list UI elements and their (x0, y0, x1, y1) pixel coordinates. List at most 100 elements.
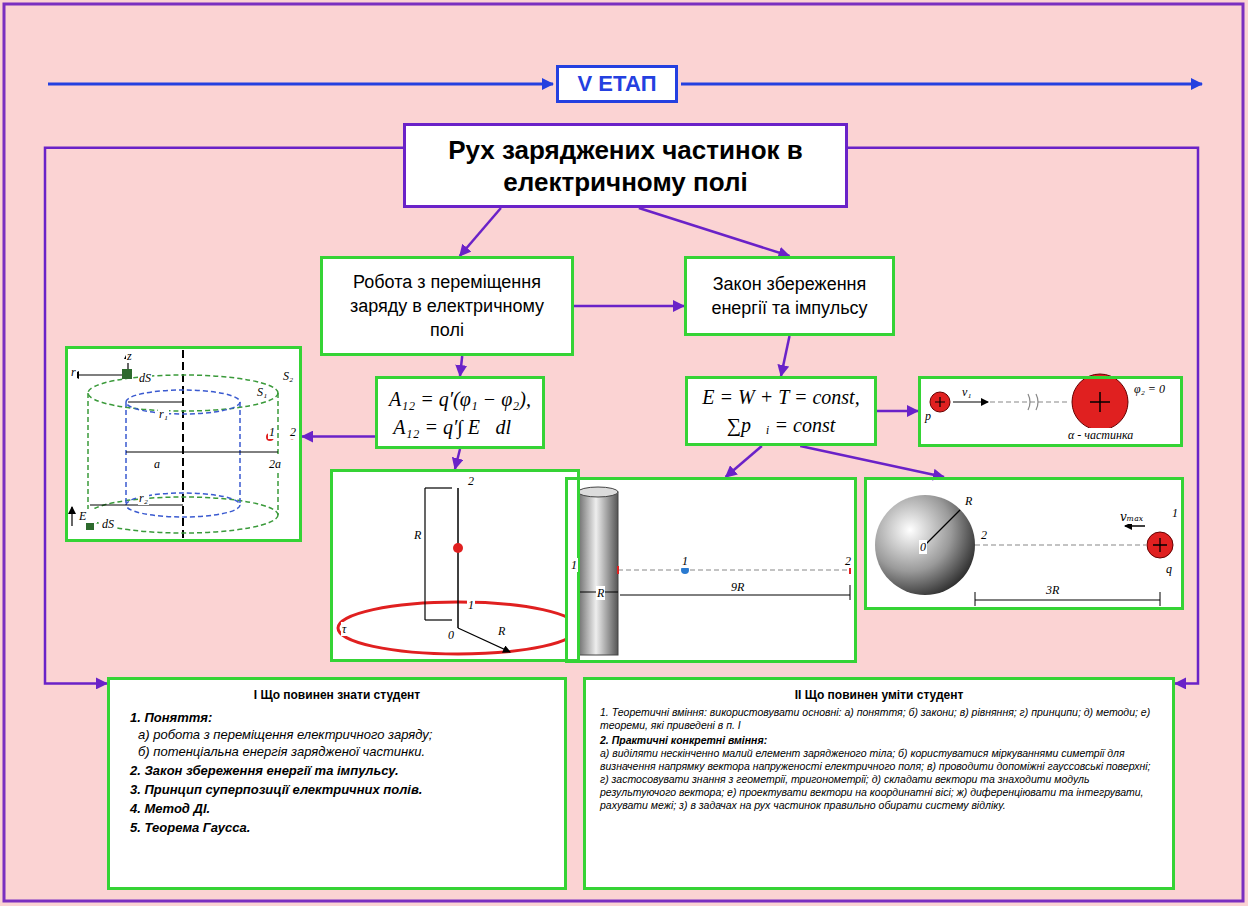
connector-arrow (800, 446, 944, 477)
charged-ring-figure-part (425, 619, 452, 620)
figure-label: 2 (980, 528, 988, 542)
topic-title-box: Рух заряджених частинок в електричному п… (403, 123, 848, 208)
coaxial-cylinders-figure-part (126, 390, 240, 517)
connector-arrow (302, 435, 375, 438)
figure-label: dS (101, 517, 115, 531)
charged-ring-figure-part (424, 488, 425, 620)
figure-label: z (126, 349, 133, 363)
node-text: 2. Закон збереження енергії та імпульсу. (130, 763, 556, 778)
node-text: 4. Метод ДІ. (130, 801, 556, 816)
figure-label: R (497, 624, 506, 638)
charged-cylinder-figure-part (578, 492, 618, 655)
figure-label: 2a (268, 457, 282, 471)
proton-alpha-figure (918, 374, 1183, 447)
node-text: II Що повинен уміти студент (600, 688, 1158, 702)
figure-label: r₂ (138, 491, 149, 505)
figure-label: 2 (289, 425, 297, 439)
charged-cylinder-figure-part (618, 569, 850, 570)
node-text: а) виділяти нескінченно малий елемент за… (600, 747, 1158, 812)
coaxial-cylinders-figure-part (182, 350, 184, 538)
charged-sphere-figure-part (875, 495, 975, 595)
formula-box: E = W + T = const,∑p⃗ᵢ = const (685, 376, 877, 446)
coaxial-cylinders-figure-part-part (88, 375, 278, 411)
process-box: Робота з переміщення заряду в електрично… (320, 256, 574, 356)
process-box: Закон збереження енергії та імпульсу (684, 256, 895, 336)
figure-label: R (964, 494, 973, 508)
connector-arrow (848, 148, 1198, 684)
figure-label: 3R (1045, 583, 1060, 597)
coaxial-cylinders-figure-part-part (125, 402, 127, 505)
figure-label: v₁ (961, 385, 973, 399)
figure-label: τ (341, 622, 347, 636)
figure-label: S₁ (256, 385, 268, 399)
figure-label: R (413, 528, 422, 542)
figure-label: r (70, 365, 77, 379)
figure-label: 2 (467, 474, 475, 488)
stage-box: V ЕТАП (556, 65, 678, 103)
node-text: V ЕТАП (578, 71, 657, 97)
connector-arrow (574, 305, 684, 308)
figure-label: a (153, 457, 161, 471)
coaxial-cylinders-figure-part-part (126, 390, 240, 414)
connector-arrow (781, 336, 790, 376)
figure-panel: 112R9R (565, 477, 857, 663)
figure-label: E⃗ (78, 509, 97, 523)
charged-sphere-figure-part (864, 477, 1184, 610)
charged-ring-figure (330, 469, 580, 662)
node-text: 1. Поняття: (130, 710, 556, 725)
connector-arrow (877, 410, 918, 413)
charged-sphere-figure-part (975, 592, 976, 606)
coaxial-cylinders-figure-part (122, 369, 132, 379)
charged-sphere-figure (864, 477, 1184, 610)
coaxial-cylinders-figure-part (88, 375, 278, 533)
figure-label: r₁ (158, 407, 169, 421)
charged-sphere-figure-part (1153, 538, 1167, 552)
figure-label: S₂ (282, 369, 294, 383)
coaxial-cylinders-figure-part (65, 346, 302, 542)
figure-label: 9R (730, 580, 745, 594)
node-text: A₁₂ = q′∫ E⃗dl⃗ (393, 413, 526, 441)
formula-box: A₁₂ = q′(φ₁ − φ₂),A₁₂ = q′∫ E⃗dl⃗ (375, 376, 545, 449)
figure-label: 1 (1171, 506, 1179, 520)
figure-label: φ₂ = 0 (1133, 382, 1166, 396)
page-frame (4, 4, 1243, 901)
proton-alpha-figure-part (1072, 374, 1128, 430)
node-text: 3. Принцип суперпозиції електричних полі… (130, 782, 556, 797)
charged-ring-figure-part (330, 469, 580, 662)
charged-ring-figure-part (453, 543, 463, 553)
figure-label: q (1165, 562, 1173, 576)
node-text: Робота з переміщення заряду в електрично… (331, 270, 563, 342)
node-text: A₁₂ = q′(φ₁ − φ₂), (389, 385, 531, 413)
coaxial-cylinders-figure-part-part (88, 497, 278, 533)
figure-label: 1 (467, 598, 475, 612)
charged-cylinder-figure-part (565, 477, 857, 663)
figure-panel: zrdSr₁S₁S₂12a2ar₂E⃗dS (65, 346, 302, 542)
figure-label: R (596, 586, 605, 600)
node-text: I Що повинен знати студент (124, 688, 550, 702)
charged-cylinder-figure (565, 477, 857, 663)
node-text: 1. Теоретичні вміння: використовувати ос… (600, 706, 1158, 732)
coaxial-cylinders-figure-part (71, 507, 72, 526)
charged-sphere-figure-part (1147, 532, 1173, 558)
stage-arrow-part (681, 83, 1202, 86)
figure-label: 0 (919, 540, 927, 554)
coaxial-cylinders-figure-part (90, 505, 183, 506)
coaxial-cylinders-figure-part (128, 402, 183, 403)
proton-alpha-figure-part (935, 397, 945, 407)
figure-label: α - частинка (1067, 428, 1134, 442)
node-text: б) потенціальна енергія зарядженої части… (138, 744, 564, 759)
charged-sphere-figure-part (925, 510, 960, 545)
charged-cylinder-figure-part (617, 566, 619, 574)
coaxial-cylinders-figure-part (72, 374, 128, 375)
node-text: ∑p⃗ᵢ = const (727, 411, 836, 439)
figure-label: 0 (447, 628, 455, 642)
charged-sphere-figure-part (1160, 592, 1161, 606)
figure-label: p (924, 409, 932, 423)
knowledge-box: I Що повинен знати студент1. Поняття:а) … (107, 677, 567, 890)
charged-cylinder-figure-part (850, 585, 851, 600)
stage-arrow-part (48, 83, 553, 86)
figure-label: dS (138, 371, 152, 385)
node-text: 5. Теорема Гаусса. (130, 820, 556, 835)
proton-alpha-figure-part (930, 392, 950, 412)
